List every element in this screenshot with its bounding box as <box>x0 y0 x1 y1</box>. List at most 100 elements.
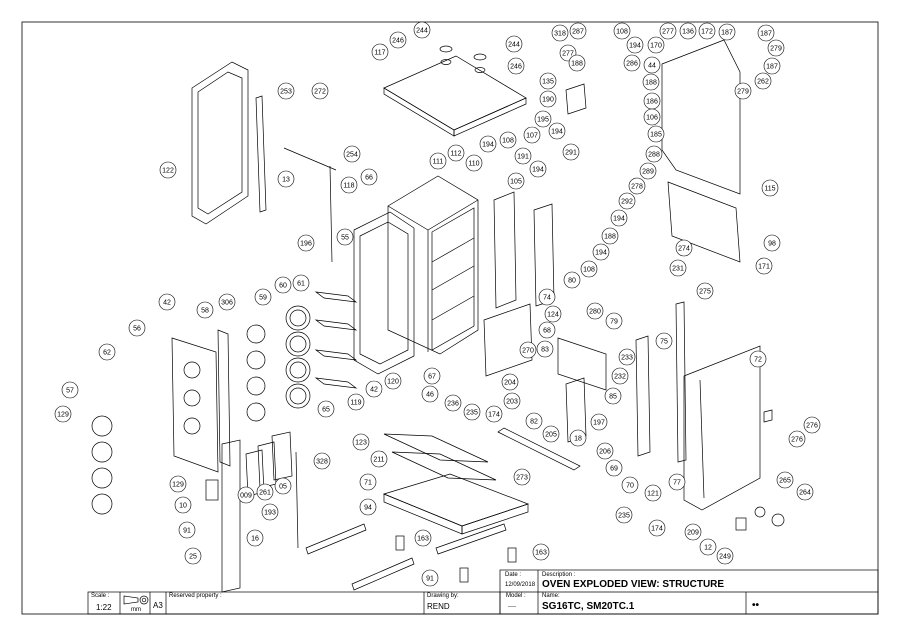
balloon-label: 209 <box>687 530 699 537</box>
balloon-label: 274 <box>678 246 690 253</box>
balloon-circle <box>669 259 687 277</box>
balloon-circle <box>159 161 177 179</box>
balloon-label: 318 <box>554 31 566 38</box>
balloon-label: 277 <box>562 51 574 58</box>
balloon-circle <box>158 293 176 311</box>
balloon-circle <box>413 21 431 39</box>
balloon-label: 187 <box>721 30 733 37</box>
balloon-label: 246 <box>392 38 404 45</box>
balloon-circle <box>551 24 569 42</box>
balloon-circle <box>447 144 465 162</box>
balloon-label: 194 <box>482 142 494 149</box>
balloon-label: 193 <box>264 510 276 517</box>
balloon-circle <box>360 168 378 186</box>
model-label: Model : <box>506 593 526 599</box>
balloon-label: 68 <box>543 328 551 335</box>
balloon-label: 56 <box>133 326 141 333</box>
balloon-circle <box>174 496 192 514</box>
balloon-circle <box>479 135 497 153</box>
balloon-circle <box>529 160 547 178</box>
balloon-circle <box>292 274 310 292</box>
scale-label: Scale : <box>91 593 110 599</box>
balloon-label: 276 <box>806 423 818 430</box>
balloon-circle <box>605 459 623 477</box>
balloon-label: 121 <box>647 491 659 498</box>
balloon-circle <box>755 257 773 275</box>
balloon-label: 108 <box>583 267 595 274</box>
balloon-circle <box>590 413 608 431</box>
balloon-circle <box>643 56 661 74</box>
balloon-circle <box>684 523 702 541</box>
balloon-label: 115 <box>764 186 775 193</box>
balloon-label: 18 <box>574 436 582 443</box>
balloon-label: 70 <box>626 483 634 490</box>
balloon-circle <box>604 387 622 405</box>
balloon-label: 188 <box>571 61 583 68</box>
balloon-label: 44 <box>648 63 656 70</box>
balloon-circle <box>256 483 274 501</box>
balloon-circle <box>611 367 629 385</box>
balloon-label: 10 <box>179 503 187 510</box>
balloon-circle <box>277 82 295 100</box>
balloon-label: 65 <box>322 407 330 414</box>
scale-value: 1:22 <box>96 603 112 612</box>
balloon-label: 275 <box>699 289 711 296</box>
balloon-circle <box>605 312 623 330</box>
balloon-circle <box>421 385 439 403</box>
balloon-label: 204 <box>504 380 516 387</box>
balloon-label: 80 <box>568 278 576 285</box>
balloon-circle <box>568 54 586 72</box>
balloon-label: 276 <box>791 437 803 444</box>
balloon-label: 79 <box>610 319 618 326</box>
balloon-label: 72 <box>754 357 762 364</box>
balloon-circle <box>184 547 202 565</box>
balloon-label: 58 <box>201 308 209 315</box>
balloon-circle <box>532 543 550 561</box>
balloon-label: 106 <box>646 115 658 122</box>
balloon-circle <box>536 340 554 358</box>
balloon-circle <box>389 31 407 49</box>
balloon-circle <box>519 341 537 359</box>
balloon-circle <box>347 393 365 411</box>
balloon-circle <box>98 343 116 361</box>
balloon-label: 12 <box>704 545 712 552</box>
balloon-label: 009 <box>240 493 252 500</box>
model-value: ---- <box>508 604 516 610</box>
balloon-label: 171 <box>758 264 770 271</box>
balloon-label: 306 <box>221 300 233 307</box>
balloon-circle <box>514 147 532 165</box>
balloon-label: 231 <box>672 266 684 273</box>
balloon-circle <box>169 475 187 493</box>
balloon-label: 13 <box>282 177 290 184</box>
balloon-label: 62 <box>103 350 111 357</box>
balloon-circle <box>370 450 388 468</box>
balloon-circle <box>525 412 543 430</box>
name-value: SG16TC, SM20TC.1 <box>542 601 635 612</box>
balloon-circle <box>803 416 821 434</box>
balloon-circle <box>463 403 481 421</box>
balloon-circle <box>359 473 377 491</box>
balloon-label: 135 <box>542 79 554 86</box>
balloon-label: 05 <box>279 484 287 491</box>
balloon-circle <box>359 498 377 516</box>
balloon-label: 60 <box>279 283 287 290</box>
balloon-circle <box>274 276 292 294</box>
balloon-circle <box>336 228 354 246</box>
balloon-label: 122 <box>162 168 174 175</box>
balloon-label: 57 <box>66 388 74 395</box>
balloon-circle <box>313 452 331 470</box>
balloon-circle <box>485 405 503 423</box>
balloon-label: 235 <box>466 410 478 417</box>
balloon-label: 254 <box>346 152 358 159</box>
balloon-label: 42 <box>163 300 171 307</box>
balloon-label: 110 <box>468 161 479 168</box>
drawing-by-label: Drawing by: <box>427 593 459 599</box>
balloon-circle <box>563 271 581 289</box>
balloon-circle <box>580 260 598 278</box>
balloon-circle <box>699 538 717 556</box>
balloon-circle <box>128 319 146 337</box>
drawing-by-value: REND <box>427 602 450 611</box>
revision-mark: •• <box>752 600 760 611</box>
balloon-label: 85 <box>609 394 617 401</box>
balloon-circle <box>423 367 441 385</box>
